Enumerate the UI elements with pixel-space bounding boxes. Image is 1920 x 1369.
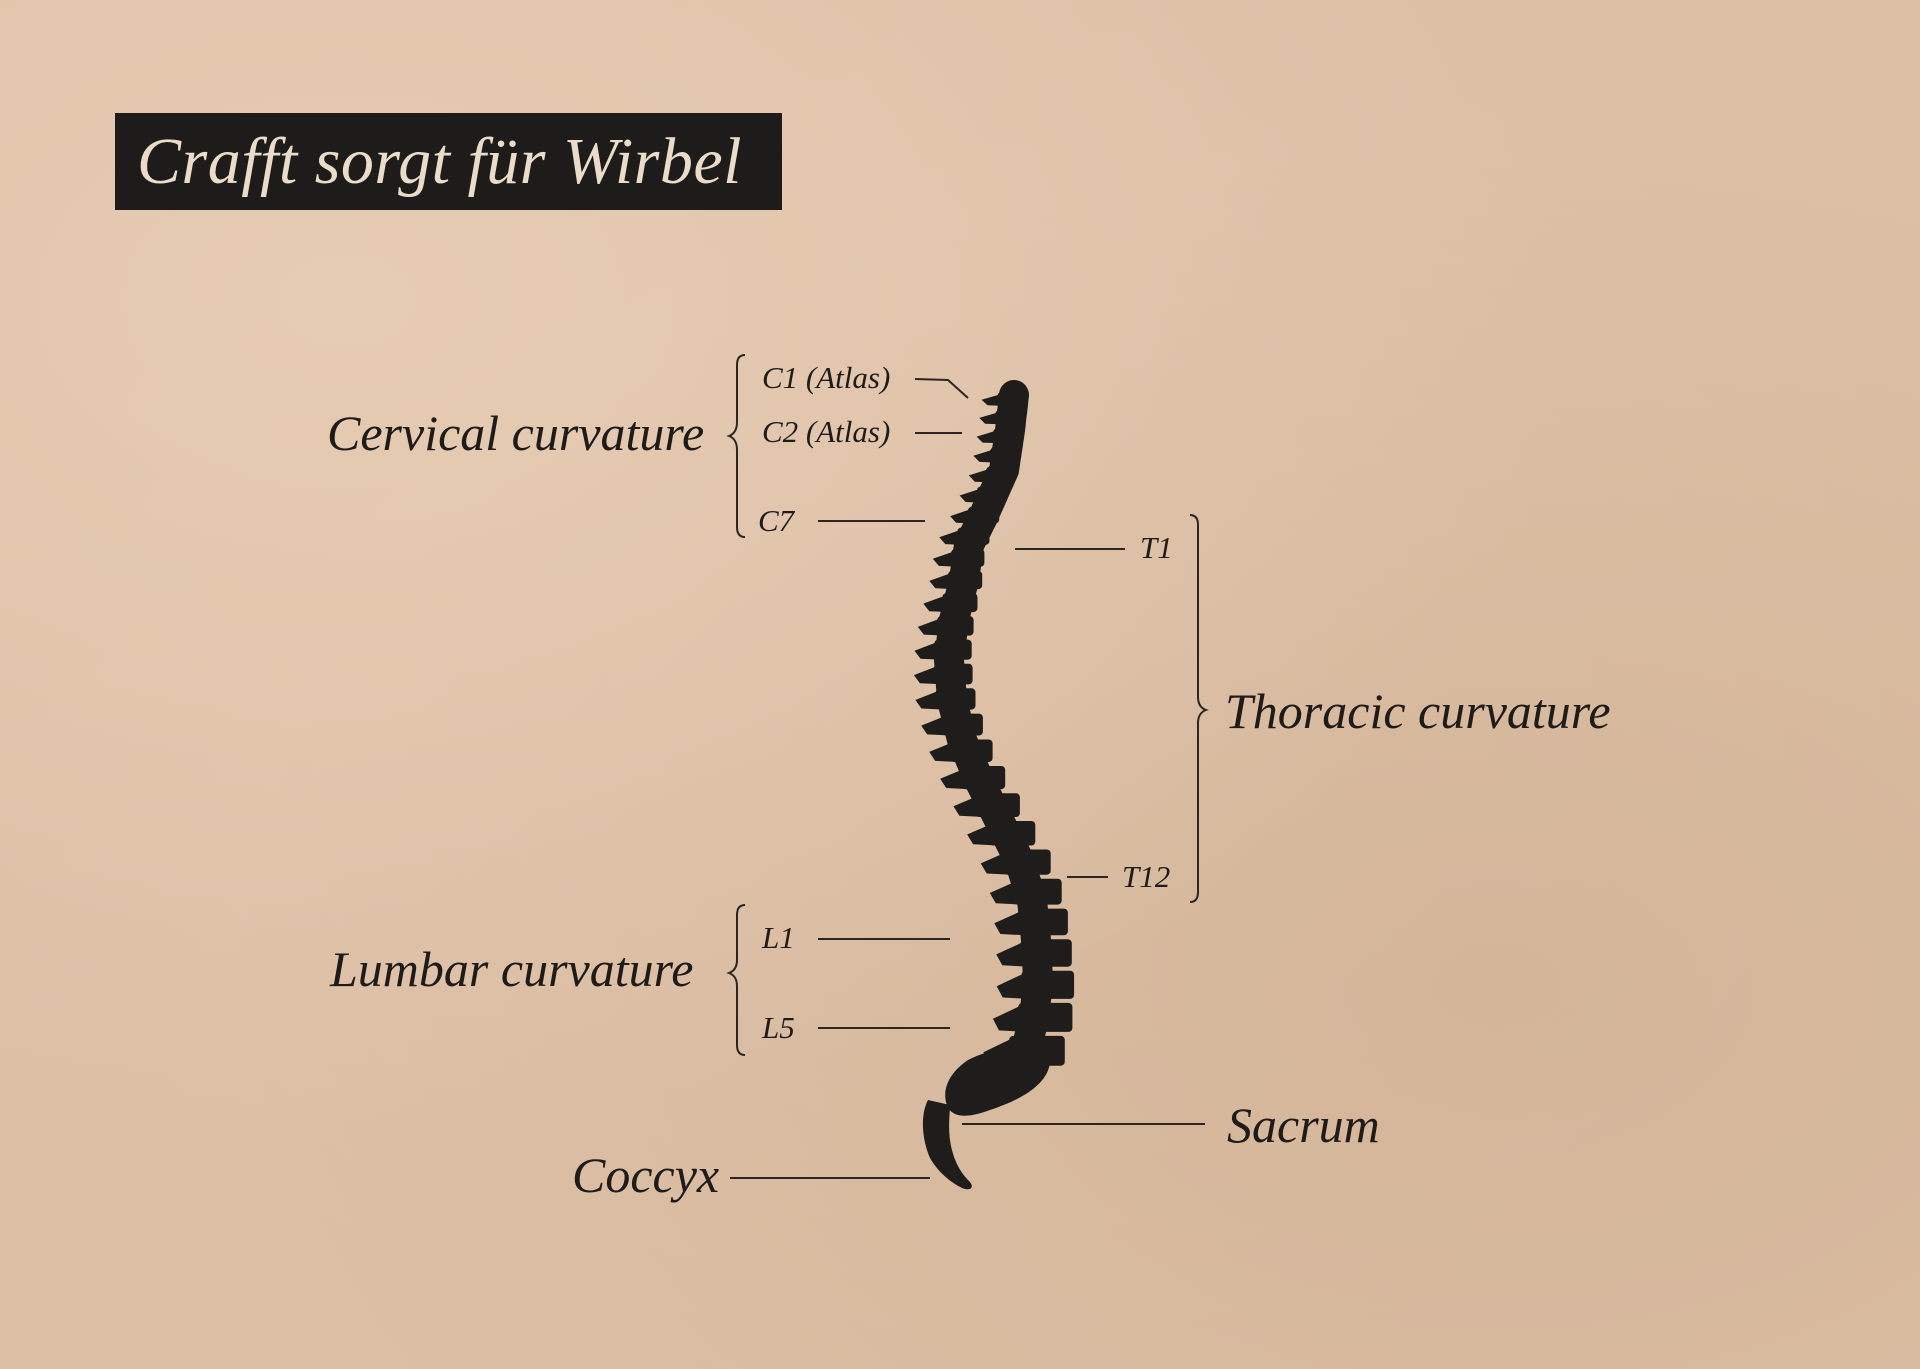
vertebra-label-c7: C7 [758, 505, 794, 536]
thoracic-bracket [1190, 515, 1206, 902]
coccyx-label: Coccyx [572, 1150, 719, 1200]
spinous-process [921, 716, 950, 736]
spinous-process [994, 911, 1026, 936]
spinous-process [918, 618, 946, 636]
spinous-process [933, 551, 959, 567]
spinous-process [993, 1005, 1026, 1032]
spinous-process [914, 666, 942, 685]
spinous-process [967, 823, 998, 846]
cervical-bracket [729, 355, 745, 537]
vertebra-label-t1: T1 [1140, 532, 1173, 563]
spine-illustration [914, 392, 1074, 1189]
spinous-process [973, 449, 998, 462]
vertebra-body [1022, 971, 1075, 999]
cervical-curvature-label: Cervical curvature [327, 408, 704, 458]
spinous-process [929, 573, 956, 589]
spinous-process [915, 690, 944, 709]
spinous-process [960, 489, 985, 503]
spinous-process [981, 852, 1012, 875]
lumbar-bracket [729, 905, 745, 1055]
spinous-process [997, 973, 1030, 999]
vertebra-body [1018, 1003, 1072, 1032]
spinous-process [940, 768, 970, 789]
spinous-process [950, 509, 976, 524]
spinous-process [929, 742, 958, 763]
vertebra-label-c2: C2 (Atlas) [762, 416, 890, 447]
vertebra-label-c1: C1 (Atlas) [762, 362, 890, 393]
spinous-process [996, 941, 1028, 966]
spinous-process [915, 642, 943, 660]
sacrum-shape [945, 1050, 1050, 1116]
vertebra-label-l5: L5 [762, 1012, 795, 1043]
spinous-process [953, 795, 983, 817]
spinous-process [982, 394, 1006, 406]
lumbar-curvature-label: Lumbar curvature [330, 944, 693, 994]
spinous-process [969, 469, 994, 483]
sacrum-label: Sacrum [1227, 1100, 1380, 1150]
vertebra-body [1018, 909, 1068, 936]
spinous-process [979, 412, 1003, 424]
vertebra-label-l1: L1 [762, 922, 795, 953]
spinous-process [923, 595, 950, 612]
spinous-process [977, 430, 1002, 443]
spinous-process [939, 530, 965, 545]
leader-line-c1 [915, 379, 968, 398]
vertebra-body [1021, 939, 1072, 966]
thoracic-curvature-label: Thoracic curvature [1225, 686, 1611, 736]
spinous-process [990, 881, 1022, 905]
vertebra-label-t12: T12 [1122, 861, 1170, 892]
